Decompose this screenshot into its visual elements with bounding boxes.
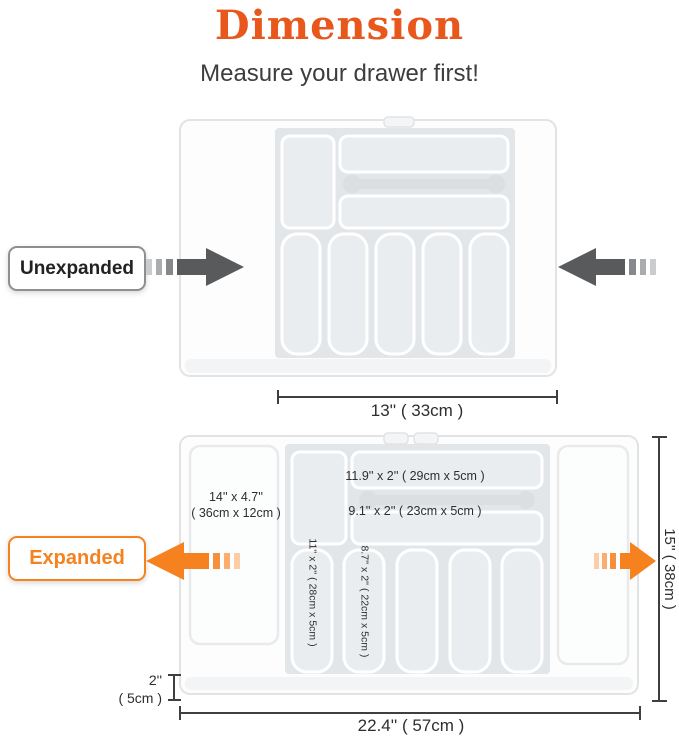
top-compartment-dim-label: 11.9'' x 2'' ( 29cm x 5cm )	[345, 469, 485, 483]
left-compartment-dim-line2: ( 36cm x 12cm )	[191, 506, 281, 521]
unexpanded-width-label: 13'' ( 33cm )	[370, 401, 464, 420]
left-compartment-dim-label: 14'' x 4.7'' ( 36cm x 12cm )	[180, 489, 292, 522]
outward-arrow-left-icon	[146, 542, 240, 580]
middle-compartment-dim-label: 9.1'' x 2'' ( 23cm x 5cm )	[348, 504, 482, 518]
unexpanded-tray-illustration	[179, 116, 557, 377]
unexpanded-width-bracket	[277, 390, 558, 404]
page-title: Dimension	[214, 2, 465, 49]
base-height-line2: ( 5cm )	[118, 690, 162, 707]
expanded-tray-illustration	[179, 432, 639, 695]
tray-compartments	[280, 134, 510, 356]
left-expansion-compartment	[188, 444, 280, 646]
tray-compartments	[290, 450, 544, 674]
page-subtitle: Measure your drawer first!	[200, 60, 479, 87]
outward-arrow-right-icon	[594, 542, 656, 580]
inward-arrow-right-icon	[558, 248, 656, 286]
base-height-bracket	[168, 674, 181, 701]
utensil-ridge	[359, 491, 535, 509]
utensil-ridge	[343, 175, 505, 193]
expanded-total-width-bracket	[179, 706, 641, 720]
slot1-dim-label: 11'' x 2'' ( 28cm x 5cm )	[306, 538, 319, 647]
expanded-height-bracket	[652, 436, 667, 702]
base-height-line1: 2''	[148, 672, 162, 688]
expanded-height-label: 15'' ( 38cm )	[661, 528, 678, 610]
expanded-label: Expanded	[8, 536, 146, 581]
base-height-label: 2'' ( 5cm )	[110, 671, 162, 707]
left-compartment-dim-line1: 14'' x 4.7''	[208, 490, 264, 504]
slot2-dim-label: 8.7'' x 2'' ( 22cm x 5cm )	[358, 545, 371, 658]
unexpanded-label: Unexpanded	[8, 246, 146, 291]
inward-arrow-left-icon	[146, 248, 244, 286]
expanded-total-width-label: 22.4'' ( 57cm )	[357, 716, 465, 735]
